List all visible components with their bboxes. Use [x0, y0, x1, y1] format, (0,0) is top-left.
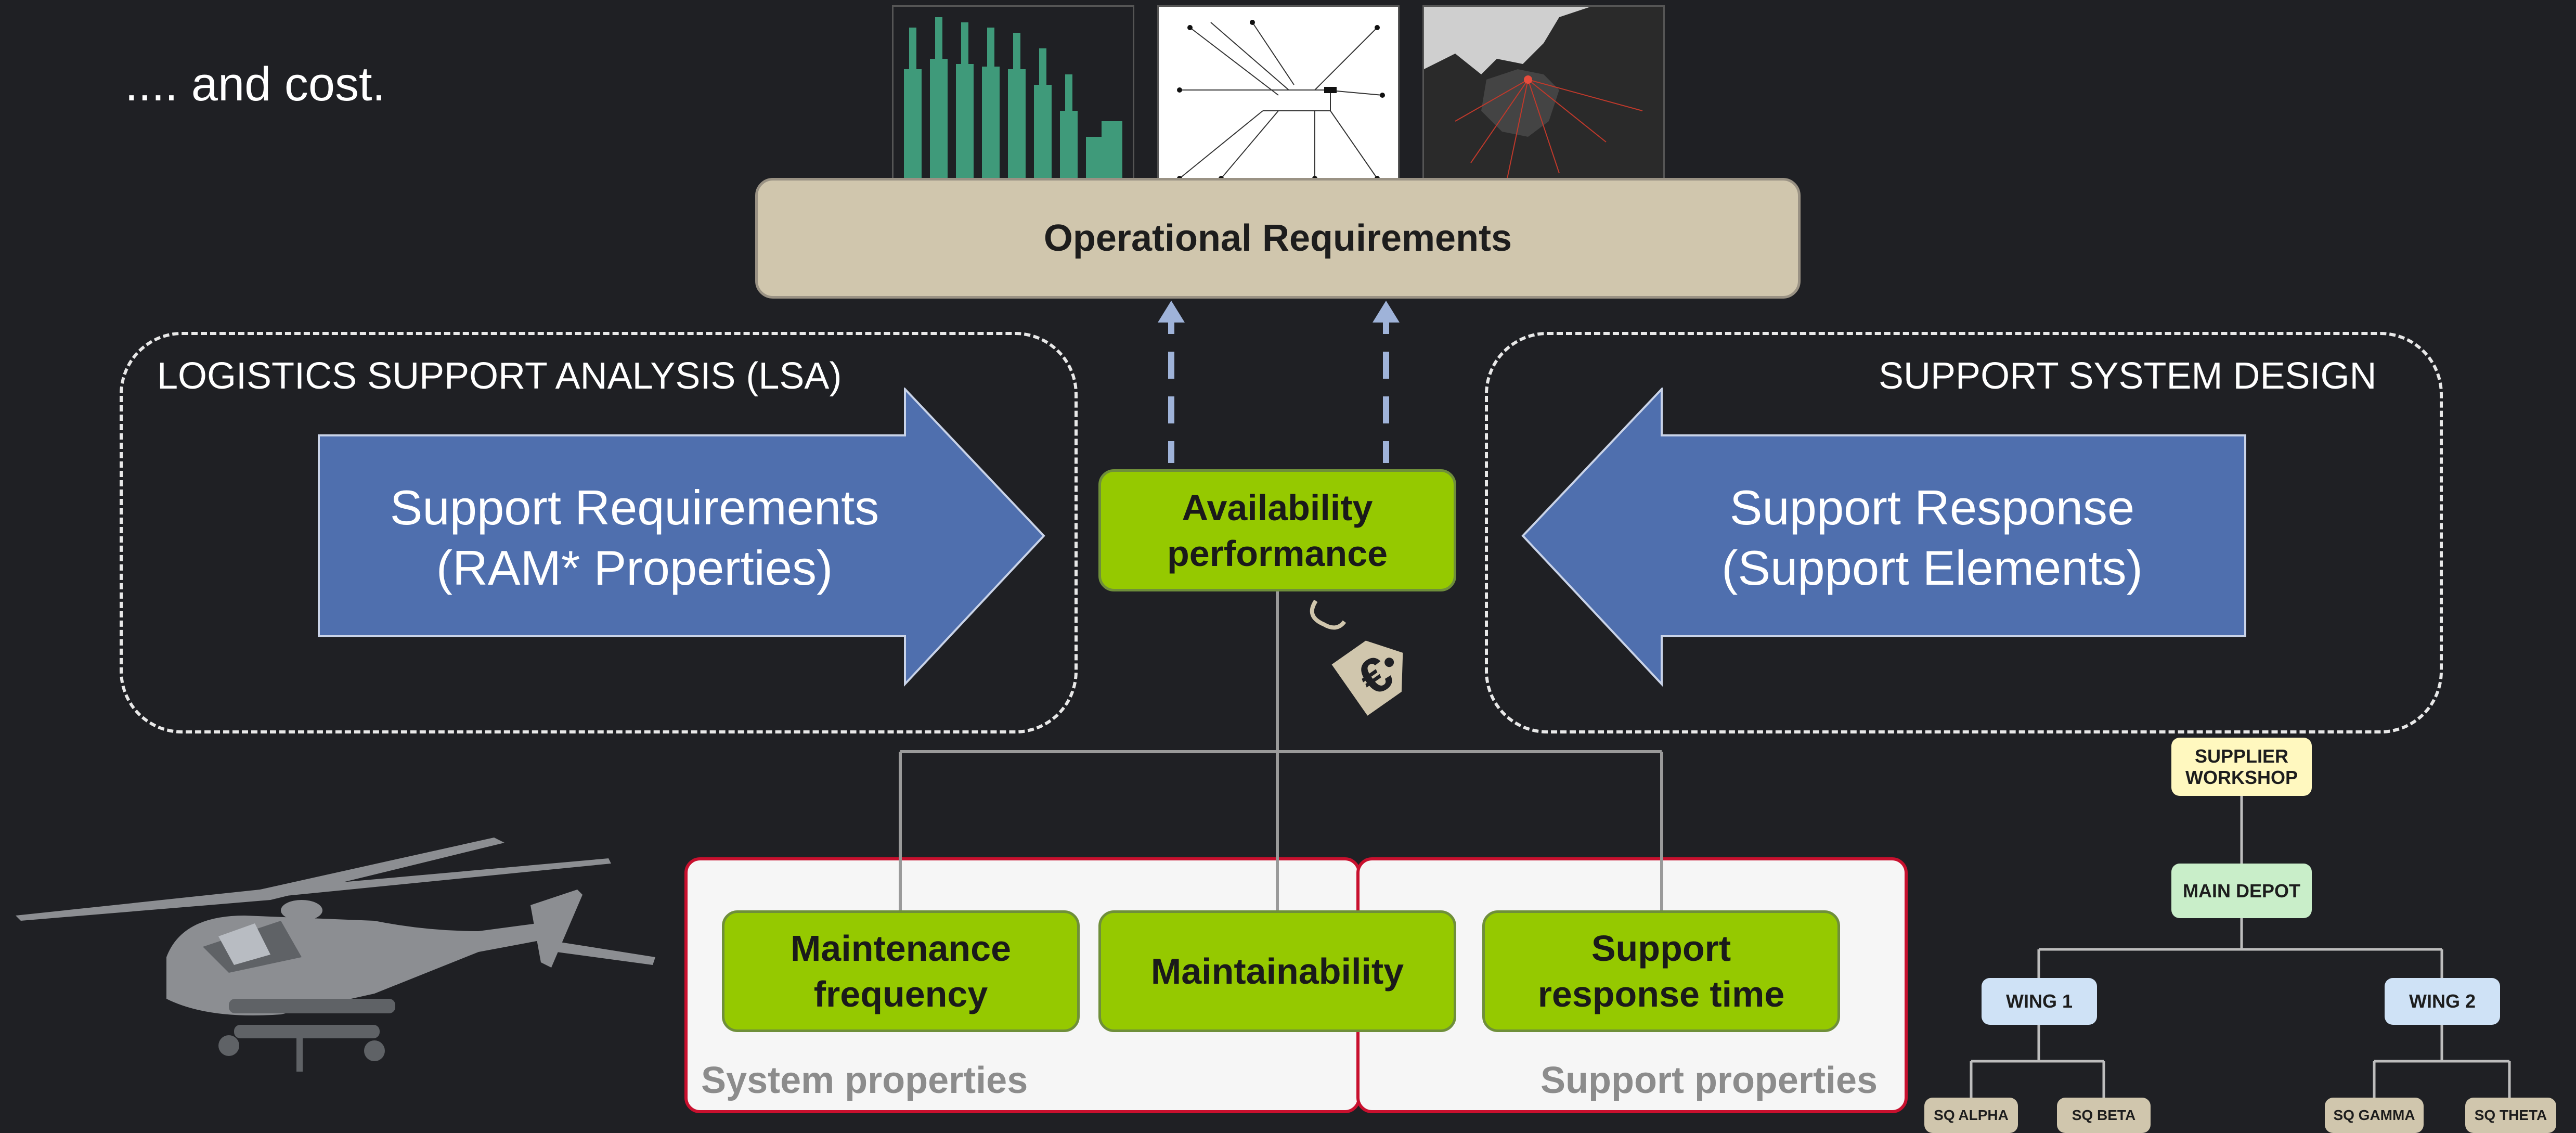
bar-chart-thumbnail-icon: [892, 5, 1134, 197]
ssd-panel: [1485, 332, 2443, 733]
org-wing-2: WING 2: [2385, 978, 2500, 1025]
support-requirements-line1: Support Requirements: [390, 480, 879, 535]
lsa-panel-title: LOGISTICS SUPPORT ANALYSIS (LSA): [157, 355, 842, 397]
availability-performance-box: Availability performance: [1098, 469, 1456, 591]
support-response-arrow: [1521, 388, 2246, 687]
dashed-connectors: [1158, 301, 1400, 463]
support-response-line2: (Support Elements): [1721, 540, 2143, 595]
supplier-line1: SUPPLIER: [2194, 745, 2289, 767]
network-map-thumbnail-icon: [1157, 5, 1400, 197]
support-response-text: Support Response (Support Elements): [1620, 478, 2244, 598]
maintenance-line1: Maintenance: [791, 928, 1011, 969]
support-requirements-text: Support Requirements (RAM* Properties): [322, 478, 947, 598]
maintenance-frequency-box: Maintenance frequency: [722, 910, 1080, 1032]
system-properties-label: System properties: [701, 1060, 1028, 1101]
subtitle: .... and cost.: [125, 58, 386, 111]
org-sq-alpha: SQ ALPHA: [1924, 1098, 2018, 1133]
support-requirements-line2: (RAM* Properties): [436, 540, 833, 595]
org-wing-1: WING 1: [1982, 978, 2097, 1025]
helicopter-icon: [10, 827, 655, 1087]
org-supplier-workshop: SUPPLIER WORKSHOP: [2171, 738, 2312, 796]
maintainability-box: Maintainability: [1098, 910, 1456, 1032]
availability-line2: performance: [1167, 533, 1388, 574]
support-time-line1: Support: [1591, 928, 1731, 969]
lsa-panel: [120, 332, 1078, 733]
ssd-panel-title: SUPPORT SYSTEM DESIGN: [1879, 355, 2377, 397]
support-response-line1: Support Response: [1729, 480, 2135, 535]
support-requirements-arrow: [318, 388, 1045, 687]
support-time-line2: response time: [1537, 974, 1785, 1014]
support-response-time-box: Support response time: [1482, 910, 1840, 1032]
org-sq-theta: SQ THETA: [2465, 1098, 2556, 1133]
operational-requirements-box: Operational Requirements: [755, 178, 1801, 299]
europe-map-thumbnail-icon: [1422, 5, 1665, 197]
price-tag-euro-icon: €: [1300, 596, 1441, 736]
org-sq-gamma: SQ GAMMA: [2325, 1098, 2424, 1133]
org-sq-beta: SQ BETA: [2057, 1098, 2151, 1133]
support-properties-label: Support properties: [1541, 1060, 1878, 1101]
org-main-depot: MAIN DEPOT: [2171, 864, 2312, 918]
availability-line1: Availability: [1182, 487, 1373, 528]
maintenance-line2: frequency: [813, 974, 988, 1014]
supplier-line2: WORKSHOP: [2185, 767, 2298, 788]
